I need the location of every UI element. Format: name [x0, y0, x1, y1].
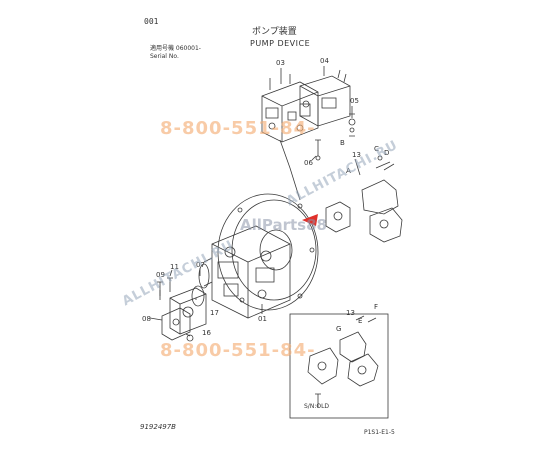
- serial-label-jp: 適用号機 060001-: [150, 45, 201, 52]
- title-english: PUMP DEVICE: [250, 39, 311, 48]
- doc-number: 9192497B: [140, 423, 176, 431]
- callout-13-upper: 13: [352, 151, 361, 159]
- callout-11: 11: [170, 263, 179, 271]
- watermark-logo: AllParts88: [240, 216, 327, 234]
- watermark-phone-lower: 8-800-551-84-: [160, 340, 316, 361]
- title-japanese: ポンプ装置: [252, 27, 297, 37]
- letter-E: E: [358, 317, 363, 325]
- callout-07: 07: [196, 261, 205, 269]
- main-pump-body: [198, 225, 291, 319]
- regulator-assembly-03: [261, 74, 319, 143]
- regulator-assembly-04: [299, 69, 351, 127]
- inset-frame: [289, 313, 389, 419]
- gear-pump-07: [169, 287, 207, 335]
- callout-16: 16: [202, 329, 211, 337]
- callout-05: 05: [350, 97, 359, 105]
- letter-F: F: [374, 303, 379, 311]
- letter-G: G: [336, 325, 342, 333]
- callout-06: 06: [304, 159, 313, 167]
- letter-D: D: [384, 149, 390, 157]
- callout-01: 01: [258, 315, 267, 323]
- watermark-phone-upper: 8-800-551-84-: [160, 118, 316, 139]
- callout-09: 09: [156, 271, 165, 279]
- letter-B: B: [340, 139, 345, 147]
- callout-04: 04: [320, 57, 329, 65]
- letter-C: C: [374, 145, 379, 153]
- page-ref: P1S1-E1-5: [364, 429, 395, 436]
- page-code: 001: [144, 17, 159, 26]
- callout-08: 08: [142, 315, 151, 323]
- flange-disc: [217, 193, 319, 311]
- block-08: [161, 307, 191, 341]
- coupling-assembly: [325, 155, 403, 243]
- red-arrow-marker: [302, 214, 318, 226]
- callout-13-inset: 13: [346, 309, 355, 317]
- inset-label: S/N:OLD: [304, 403, 330, 410]
- callout-17: 17: [210, 309, 219, 317]
- serial-label-en: Serial No.: [150, 53, 179, 60]
- inset-coupling: [307, 315, 379, 408]
- callout-03: 03: [276, 59, 285, 67]
- letter-A: A: [346, 167, 351, 175]
